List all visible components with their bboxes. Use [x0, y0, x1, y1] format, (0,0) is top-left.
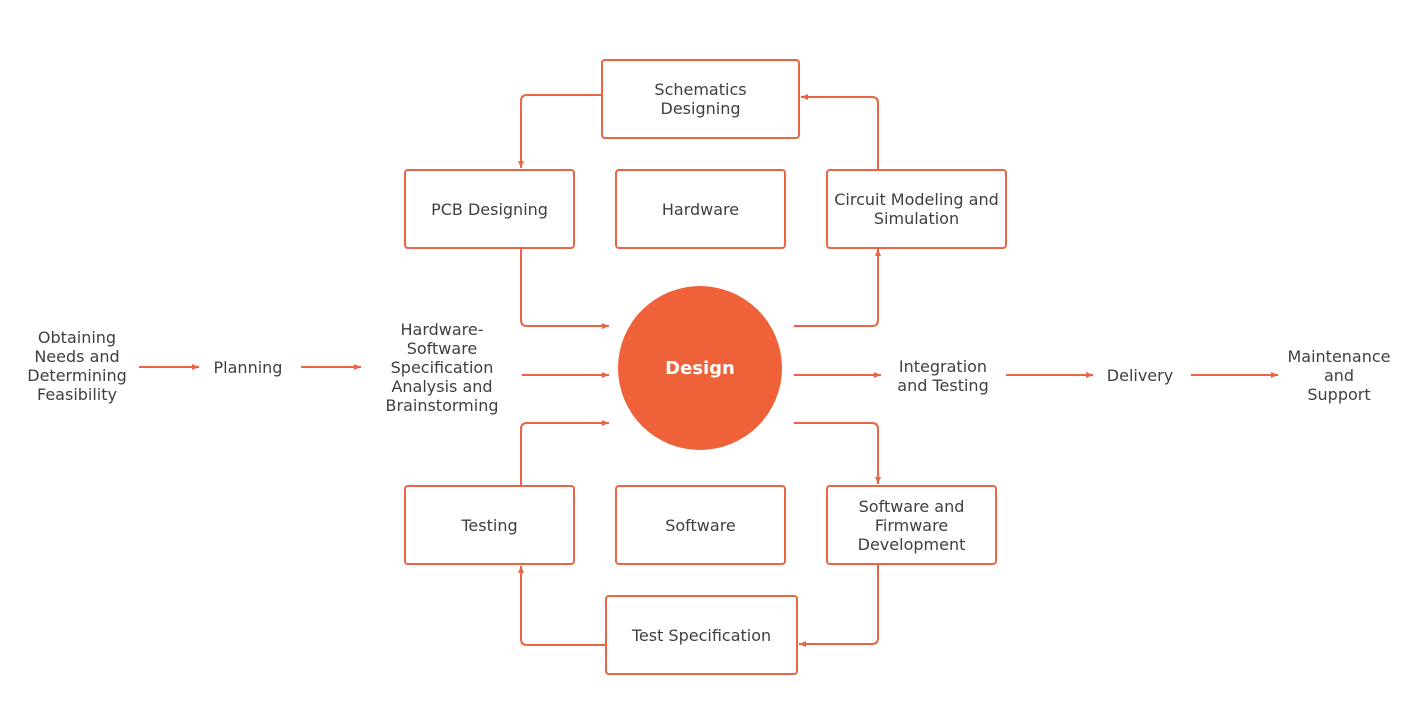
box-schematics-designing: Schematics Designing [601, 59, 800, 139]
arrow-pcb-to-design [520, 248, 609, 329]
arrow-testing-to-design [520, 420, 609, 486]
hardware-label: Hardware [661, 199, 740, 219]
arrow-schematics-to-pcb [518, 94, 601, 168]
design-center-circle: Design [618, 286, 782, 450]
pcb-label: PCB Designing [431, 199, 548, 219]
arrow-design-to-circuit [794, 249, 881, 327]
step-maintenance-support: Maintenance and Support [1287, 346, 1391, 404]
box-testing: Testing [404, 485, 575, 565]
schematics-label: Schematics Designing [654, 80, 747, 118]
box-sw-firmware-development: Software and Firmware Development [826, 485, 997, 565]
step-delivery: Delivery [1106, 365, 1174, 385]
arrow-circuit-to-schematics [801, 94, 879, 169]
box-software: Software [615, 485, 786, 565]
software-label: Software [665, 515, 736, 535]
sw-firmware-label: Software and Firmware Development [857, 496, 966, 554]
circuit-label: Circuit Modeling and Simulation [834, 190, 999, 228]
test-spec-label: Test Specification [631, 625, 772, 645]
box-circuit-modeling: Circuit Modeling and Simulation [826, 169, 1007, 249]
box-test-specification: Test Specification [605, 595, 798, 675]
step-integration-testing: Integration and Testing [897, 357, 989, 395]
arrow-design-to-sw-firmware [794, 422, 881, 484]
arrow-sw-firmware-to-test-spec [799, 565, 879, 647]
step-hw-sw-specification: Hardware- Software Specification Analysi… [385, 319, 499, 415]
testing-label: Testing [461, 515, 518, 535]
arrow-test-spec-to-testing [518, 566, 605, 646]
design-label: Design [665, 357, 735, 379]
box-hardware: Hardware [615, 169, 786, 249]
step-obtaining-needs: Obtaining Needs and Determining Feasibil… [27, 328, 127, 404]
step-planning: Planning [213, 357, 283, 377]
box-pcb-designing: PCB Designing [404, 169, 575, 249]
